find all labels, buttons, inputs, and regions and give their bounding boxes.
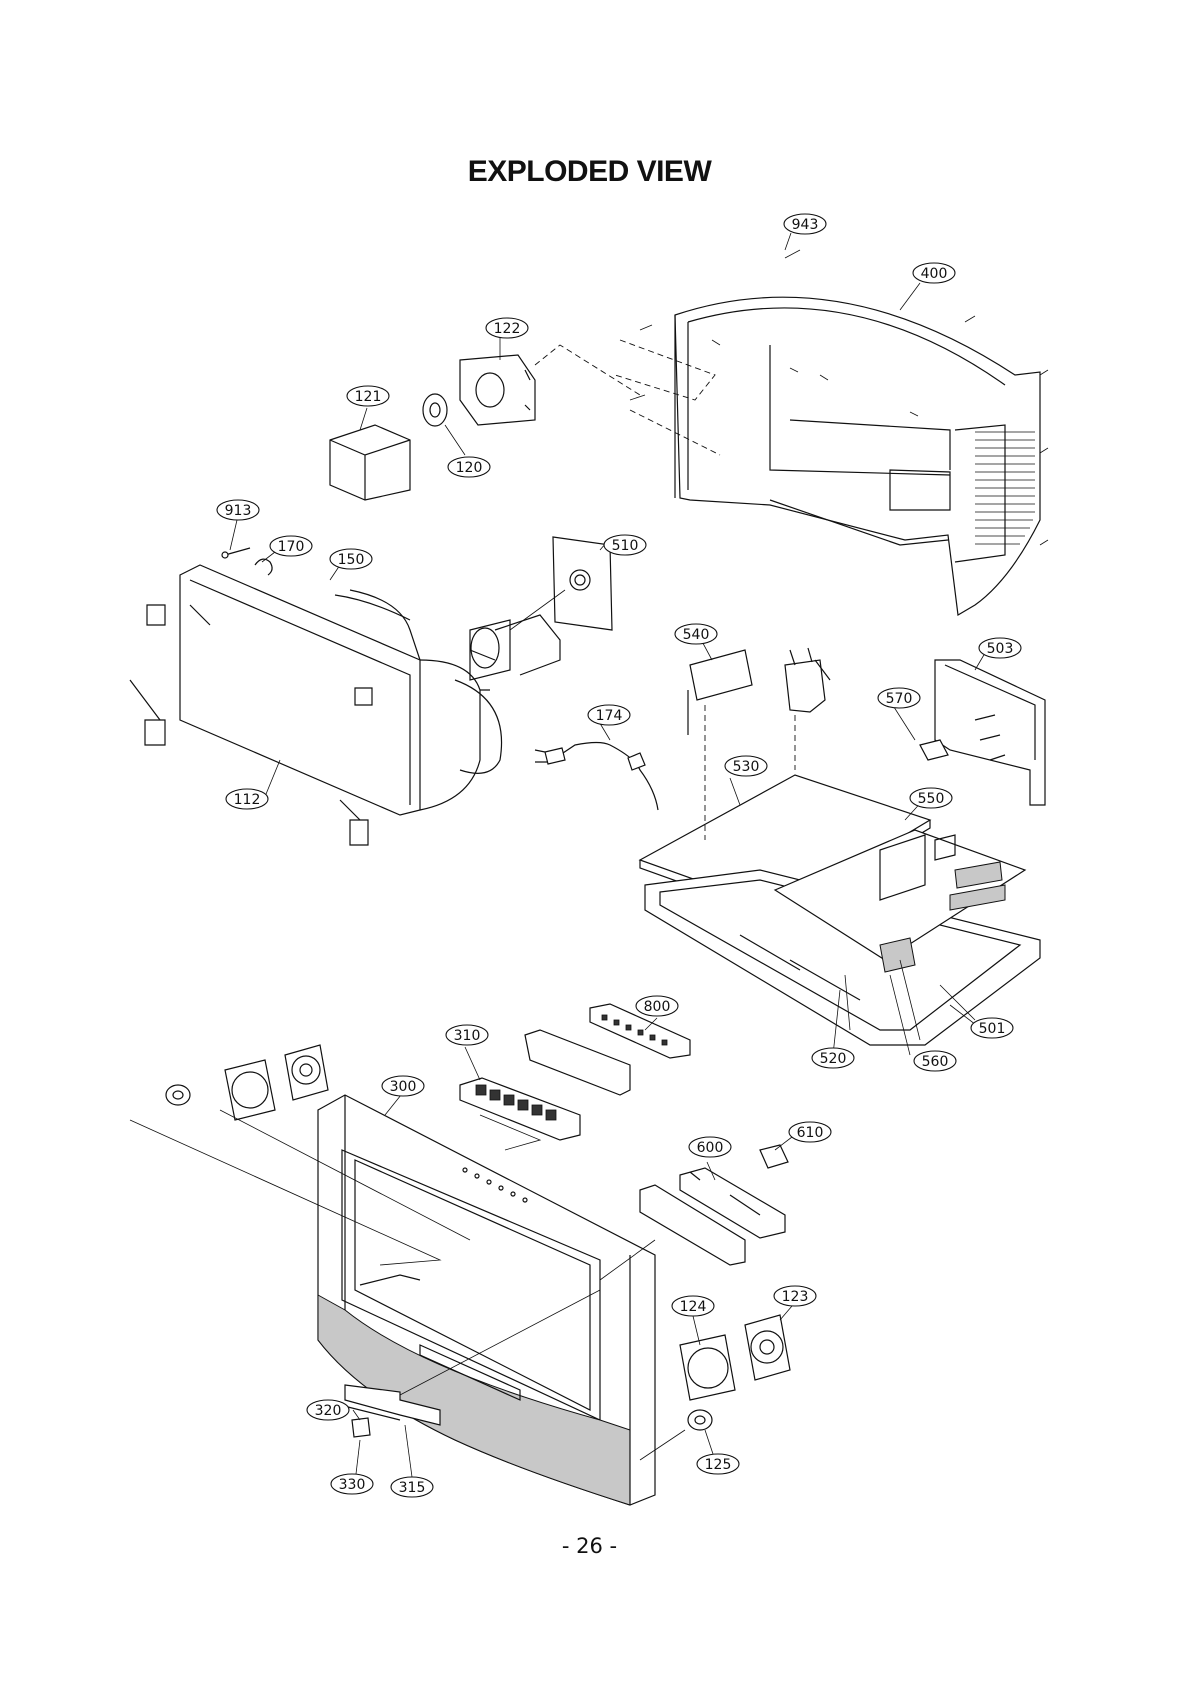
callout-170-label: 170 — [278, 539, 305, 555]
callout-400-label: 400 — [921, 266, 948, 282]
bracket-503 — [935, 660, 1045, 805]
callout-120: 120 — [448, 457, 490, 477]
callout-150-label: 150 — [338, 552, 365, 568]
speaker-124 — [680, 1335, 735, 1400]
callout-120-label: 120 — [456, 460, 483, 476]
flyback-transformer — [785, 648, 830, 712]
callout-800-label: 800 — [644, 999, 671, 1015]
callout-124: 124 — [672, 1296, 714, 1316]
magnet-120 — [423, 394, 447, 426]
callout-540: 540 — [675, 624, 717, 644]
board-510 — [553, 537, 612, 630]
callout-122-label: 122 — [494, 321, 521, 337]
callout-501: 501 — [971, 1018, 1013, 1038]
tweeter-125 — [688, 1410, 712, 1430]
callout-125-label: 125 — [705, 1457, 732, 1473]
button-holder-310 — [460, 1078, 580, 1140]
callout-112: 112 — [226, 789, 268, 809]
board-610 — [760, 1145, 788, 1168]
callout-560: 560 — [914, 1051, 956, 1071]
callout-510-label: 510 — [612, 538, 639, 554]
callout-400: 400 — [913, 263, 955, 283]
bracket-frame — [525, 1030, 630, 1095]
callout-320-label: 320 — [315, 1403, 342, 1419]
switch-330 — [352, 1418, 370, 1437]
callout-123-label: 123 — [782, 1289, 809, 1305]
callout-310-label: 310 — [454, 1028, 481, 1044]
callout-123: 123 — [774, 1286, 816, 1306]
page-number: - 26 - — [0, 1534, 1179, 1558]
callout-943: 943 — [784, 214, 826, 234]
callout-600: 600 — [689, 1137, 731, 1157]
callout-124-label: 124 — [680, 1299, 707, 1315]
callout-121: 121 — [347, 386, 389, 406]
callout-310: 310 — [446, 1025, 488, 1045]
callout-540-label: 540 — [683, 627, 710, 643]
callout-510: 510 — [604, 535, 646, 555]
callout-530-label: 530 — [733, 759, 760, 775]
callout-170: 170 — [270, 536, 312, 556]
callout-174: 174 — [588, 705, 630, 725]
callout-121-label: 121 — [355, 389, 382, 405]
callout-320: 320 — [307, 1400, 349, 1420]
callout-913-label: 913 — [225, 503, 252, 519]
callout-530: 530 — [725, 756, 767, 776]
callout-315-label: 315 — [399, 1480, 426, 1496]
callout-112-label: 112 — [234, 792, 261, 808]
callout-943-label: 943 — [792, 217, 819, 233]
callout-570: 570 — [878, 688, 920, 708]
front-cabinet-300 — [318, 1095, 655, 1505]
spring-170 — [255, 559, 272, 575]
callout-174-label: 174 — [596, 708, 623, 724]
power-cord-174 — [535, 743, 658, 811]
callout-610-label: 610 — [797, 1125, 824, 1141]
callout-300-label: 300 — [390, 1079, 417, 1095]
left-speaker-assembly — [166, 1045, 328, 1120]
callout-610: 610 — [789, 1122, 831, 1142]
callout-800: 800 — [636, 996, 678, 1016]
callout-501-label: 501 — [979, 1021, 1006, 1037]
callout-520: 520 — [812, 1048, 854, 1068]
callout-125: 125 — [697, 1454, 739, 1474]
screw-913 — [222, 548, 250, 558]
back-cover-400 — [675, 297, 1040, 615]
board-540 — [688, 650, 752, 735]
deflection-yoke-122 — [460, 355, 535, 425]
callout-550: 550 — [910, 788, 952, 808]
callout-330: 330 — [331, 1474, 373, 1494]
callout-550-label: 550 — [918, 791, 945, 807]
callout-122: 122 — [486, 318, 528, 338]
callout-600-label: 600 — [697, 1140, 724, 1156]
callout-300: 300 — [382, 1076, 424, 1096]
callout-330-label: 330 — [339, 1477, 366, 1493]
callout-315: 315 — [391, 1477, 433, 1497]
speaker-123 — [745, 1315, 790, 1380]
holder-121 — [330, 425, 410, 500]
picture-tube-112 — [180, 565, 510, 815]
callout-913: 913 — [217, 500, 259, 520]
yoke-leader — [535, 345, 640, 395]
callout-503-label: 503 — [987, 641, 1014, 657]
callout-150: 150 — [330, 549, 372, 569]
callout-560-label: 560 — [922, 1054, 949, 1070]
callout-503: 503 — [979, 638, 1021, 658]
callout-570-label: 570 — [886, 691, 913, 707]
callout-520-label: 520 — [820, 1051, 847, 1067]
